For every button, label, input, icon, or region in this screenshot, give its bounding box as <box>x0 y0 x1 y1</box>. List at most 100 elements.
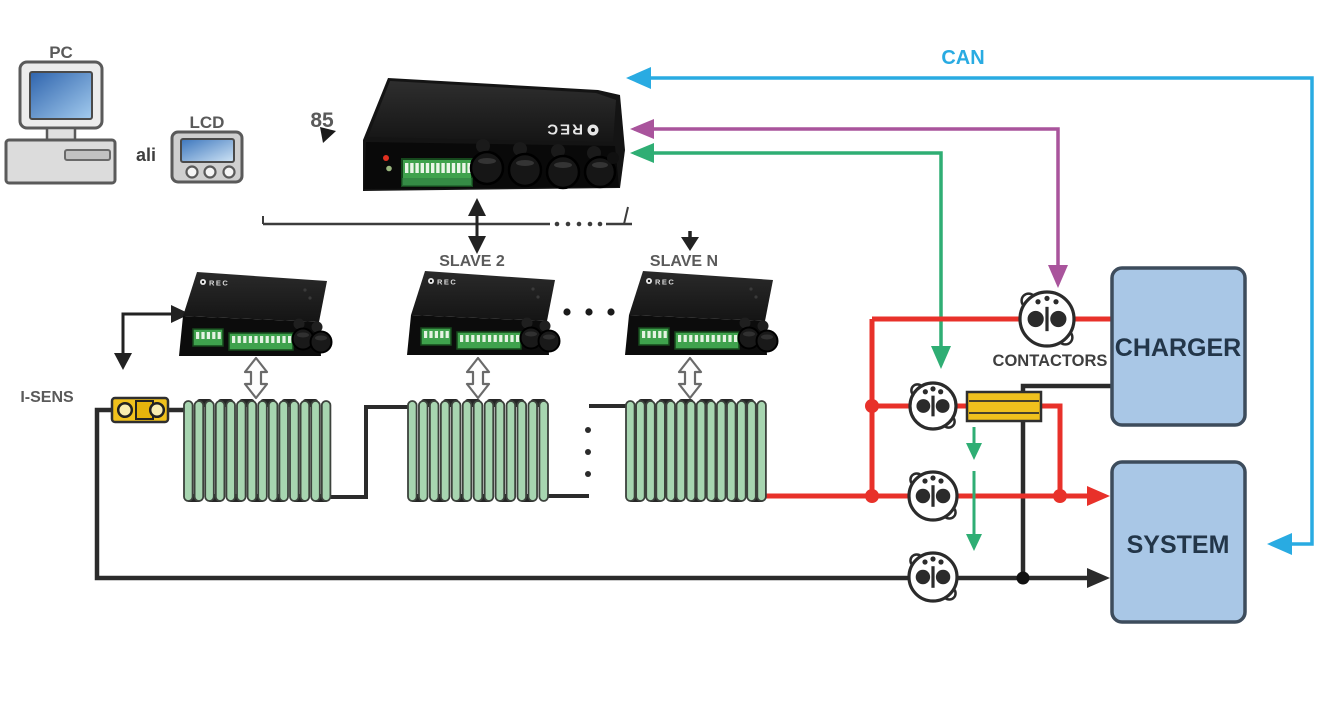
rec-logo-text: REC <box>437 278 457 287</box>
battery-stacks <box>183 399 767 502</box>
battery-cell <box>407 400 418 502</box>
master-unit: REC <box>363 78 625 191</box>
battery-cell <box>645 400 656 502</box>
signal-wire-magenta <box>630 119 1068 288</box>
terminal-pin <box>711 335 715 342</box>
terminal-pin <box>232 336 236 343</box>
battery-cell <box>204 400 215 502</box>
terminal-pin <box>476 335 480 342</box>
contactor-terminal <box>915 488 931 504</box>
contactor-terminal <box>916 399 931 413</box>
charger-box: CHARGER <box>1110 266 1247 427</box>
battery-cell <box>655 400 666 502</box>
battery-cell <box>685 400 697 502</box>
pc-stand <box>45 126 77 142</box>
battery-cell <box>527 400 538 502</box>
contactor-terminal <box>935 488 951 504</box>
terminal-pin <box>663 331 667 338</box>
charger-label: CHARGER <box>1115 334 1241 362</box>
terminal-pin <box>276 336 280 343</box>
terminal-pin <box>658 331 662 338</box>
lcd-button <box>185 165 199 179</box>
terminal-pin <box>706 335 710 342</box>
slave-unit: REC <box>179 272 333 356</box>
rec-logo-dot-center <box>429 279 433 283</box>
battery-cell <box>193 400 205 502</box>
can-arrowhead-master <box>626 67 651 89</box>
terminal-pin <box>429 331 433 338</box>
terminal-pin <box>683 335 687 342</box>
terminal-pin <box>212 332 216 339</box>
precharge-resistor <box>965 390 1043 423</box>
battery-cell <box>278 400 289 502</box>
battery-cell <box>214 400 226 502</box>
terminal-pin <box>488 335 492 342</box>
precharge-return-wire <box>1041 403 1063 496</box>
slave-continuation-dots <box>563 308 615 316</box>
terminal-pin <box>462 163 466 173</box>
rec-logo-master: REC <box>545 121 599 138</box>
rec-logo-dot-center <box>201 280 205 284</box>
connector-highlight <box>543 334 555 340</box>
contactor-terminal <box>935 569 951 585</box>
battery-cell <box>516 400 528 502</box>
slave-screw <box>749 287 753 291</box>
positive-arrowhead-system <box>1087 486 1110 506</box>
negative-arrowhead-system <box>1087 568 1110 588</box>
slave-connector-cap <box>739 317 751 329</box>
slave-connector-cap <box>311 321 323 333</box>
rec-logo-text: REC <box>545 121 583 138</box>
battery-cell <box>695 400 707 502</box>
shunt-current-sensor <box>110 396 170 424</box>
rec-logo-text: REC <box>655 278 675 287</box>
terminal-pin <box>424 331 428 338</box>
battery-cell <box>310 400 321 502</box>
magenta-arrowhead-down <box>1048 265 1068 288</box>
pc-case <box>4 138 117 185</box>
negative-junction-dot <box>1016 571 1030 585</box>
terminal-pin <box>405 163 409 173</box>
contactor <box>907 551 959 603</box>
battery-cell <box>705 400 717 502</box>
terminal-pin <box>689 335 693 342</box>
slave-connector <box>755 329 779 353</box>
terminal-pin <box>201 332 205 339</box>
contactor-pin <box>930 386 936 392</box>
battery-cell <box>183 400 194 502</box>
current-sensor-elbow-arrow <box>114 305 190 370</box>
battery-cell <box>428 400 440 502</box>
battery-cell <box>494 400 506 502</box>
rs485-pointer-arrow <box>320 127 336 143</box>
double-arrow-icon <box>465 356 491 400</box>
terminal-pin <box>217 332 221 339</box>
terminal-pin <box>440 331 444 338</box>
terminal-pin <box>647 331 651 338</box>
battery-stack <box>183 399 332 502</box>
battery-cell <box>472 400 484 502</box>
battery-cell <box>299 400 311 502</box>
contactor-pin <box>930 556 936 562</box>
terminal-pin <box>431 163 435 173</box>
battery-cell <box>267 400 279 502</box>
terminal-pin <box>451 163 456 173</box>
battery-cell <box>505 400 517 502</box>
shunt-terminal <box>148 401 166 419</box>
contactors-group <box>907 290 1076 603</box>
slave-top-face <box>183 272 327 322</box>
slave-n-label: SLAVE N <box>650 253 718 270</box>
slave-unit: REC <box>407 271 561 355</box>
lcd-icon <box>170 130 244 184</box>
rec-logo-dot-center <box>591 128 595 132</box>
contactor <box>907 470 959 522</box>
battery-cell <box>756 400 767 502</box>
master-terminal-block <box>401 158 473 187</box>
battery-cell <box>450 400 462 502</box>
green-arrowhead-left <box>630 143 654 163</box>
battery-cell <box>635 400 646 502</box>
terminal-pin <box>441 163 445 173</box>
slave-units: REC REC REC <box>179 271 779 356</box>
battery-cell <box>716 400 727 502</box>
master-green-led <box>386 165 392 172</box>
signal-wire-green <box>630 143 951 369</box>
contactor-terminal <box>1027 310 1044 328</box>
